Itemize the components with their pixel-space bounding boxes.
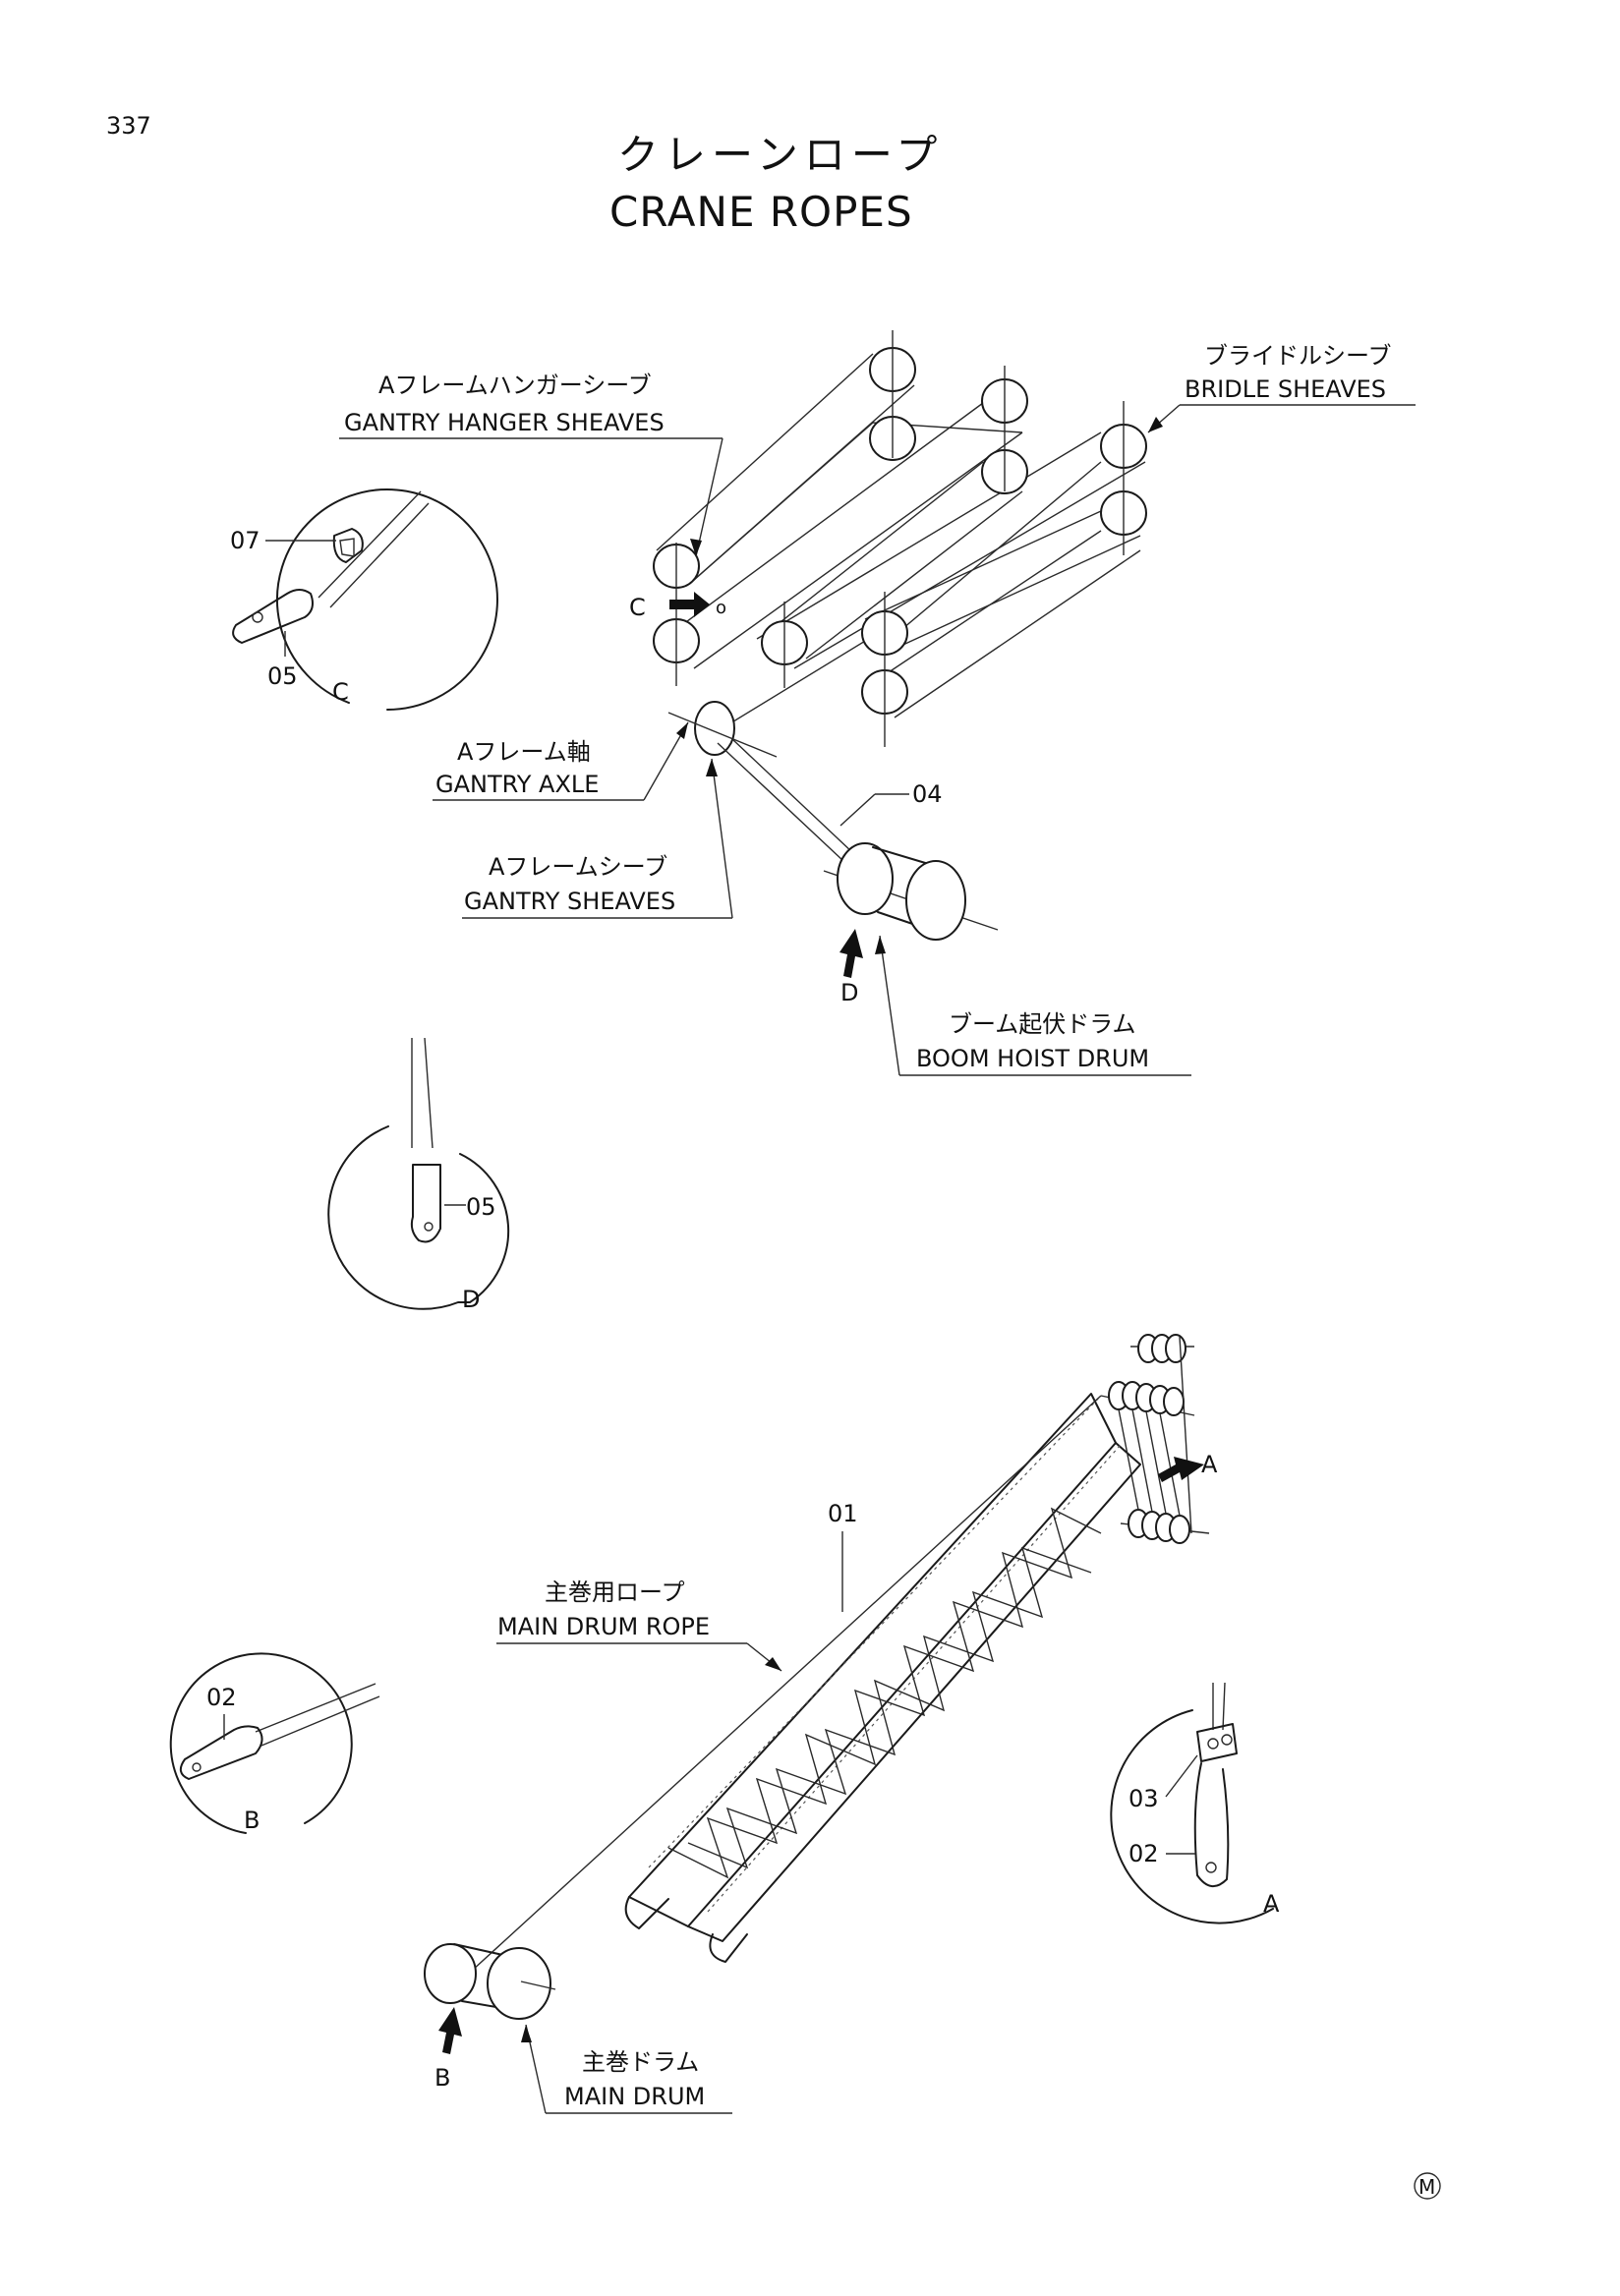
- main-drum: [424, 1943, 556, 2020]
- small-o-mark: o: [716, 598, 726, 618]
- main-rope-label-jp: 主巻用ロープ: [545, 1578, 685, 1606]
- bridle-label-en: BRIDLE SHEAVES: [1185, 375, 1386, 403]
- bridle-label-jp: ブライドルシーブ: [1204, 342, 1392, 370]
- detail-b-letter: B: [244, 1807, 260, 1834]
- gantry-sheaves-label-en: GANTRY SHEAVES: [464, 888, 675, 915]
- main-drum-label-jp: 主巻ドラム: [582, 2048, 699, 2076]
- main-drum-rope-line: [471, 1395, 1102, 1972]
- detail-b-part-02-label: 02: [206, 1684, 237, 1711]
- part-01-label: 01: [828, 1500, 858, 1527]
- bridle-leader-arrow: [1148, 417, 1163, 432]
- detail-d-circle: [327, 1037, 510, 1310]
- detail-b-circle: [169, 1652, 380, 1834]
- part-07-label: 07: [230, 527, 260, 554]
- gantry-sheave-assembly: [653, 330, 1147, 862]
- detail-d-letter: D: [462, 1286, 480, 1313]
- detail-a-03-leader: [1165, 1754, 1198, 1798]
- view-d-arrow: [839, 929, 863, 978]
- gantry-axle-label-en: GANTRY AXLE: [435, 771, 599, 798]
- detail-a-part-03-label: 03: [1128, 1785, 1159, 1812]
- boom-hoist-leader-arrow: [875, 936, 886, 954]
- detail-a-letter: A: [1263, 1890, 1280, 1918]
- view-c-letter: C: [629, 594, 646, 621]
- gantry-sheaves-leader: [711, 758, 733, 919]
- main-rope-label-en: MAIN DRUM ROPE: [497, 1613, 710, 1640]
- part-04-label: 04: [912, 780, 943, 808]
- gantry-axle-leader-arrow: [676, 722, 688, 739]
- detail-c-part-05-label: 05: [267, 662, 298, 690]
- boom-hoist-label-en: BOOM HOIST DRUM: [916, 1045, 1149, 1072]
- view-b-arrow: [438, 2007, 462, 2054]
- page-number: 337: [106, 112, 151, 140]
- detail-a-part-02-label: 02: [1128, 1840, 1159, 1867]
- lattice-boom: [624, 1334, 1210, 1963]
- gantry-hanger-leader: [695, 437, 723, 557]
- rope-04-leader: [839, 793, 876, 827]
- view-c-arrow: [669, 592, 710, 617]
- main-drum-leader-arrow: [521, 2025, 532, 2042]
- gantry-hanger-label-en: GANTRY HANGER SHEAVES: [344, 409, 665, 436]
- detail-d-part-05-label: 05: [466, 1193, 496, 1221]
- main-rope-leader-arrow: [765, 1657, 781, 1671]
- maker-mark-letter: M: [1418, 2175, 1435, 2199]
- boom-hoist-label-jp: ブーム起伏ドラム: [949, 1010, 1136, 1038]
- title-english: CRANE ROPES: [609, 188, 913, 236]
- title-japanese: クレーンロープ: [617, 131, 943, 179]
- view-a-arrow: [1158, 1457, 1204, 1482]
- gantry-hanger-label-jp: Aフレームハンガーシーブ: [378, 372, 652, 399]
- boom-hoist-drum: [823, 842, 999, 941]
- gantry-sheaves-label-jp: Aフレームシーブ: [489, 853, 667, 881]
- gantry-sheaves-leader-arrow: [706, 759, 718, 776]
- boom-hoist-leader: [879, 935, 900, 1076]
- view-b-letter: B: [434, 2064, 450, 2092]
- view-d-letter: D: [840, 979, 858, 1006]
- gantry-hanger-leader-arrow: [690, 539, 702, 556]
- detail-a-circle: [1110, 1682, 1274, 1924]
- detail-c-circle: [232, 488, 498, 711]
- maker-mark-circle: [1414, 2172, 1441, 2200]
- gantry-axle-label-jp: Aフレーム軸: [457, 738, 591, 766]
- main-drum-label-en: MAIN DRUM: [564, 2083, 705, 2110]
- view-a-letter: A: [1201, 1451, 1218, 1478]
- detail-c-letter: C: [332, 678, 349, 706]
